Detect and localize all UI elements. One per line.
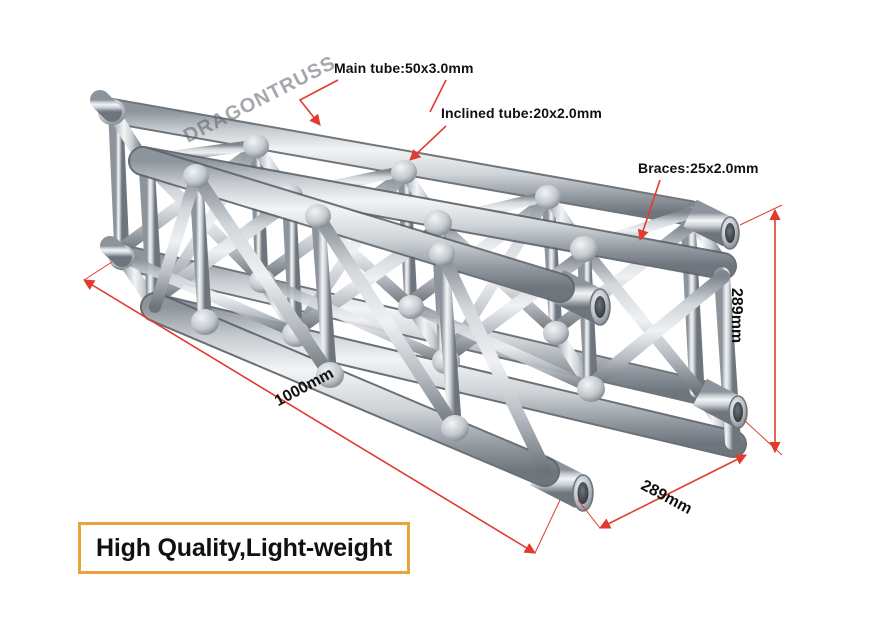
- callout-label-main-tube: Main tube:50x3.0mm: [334, 60, 474, 76]
- dimension-lines: [83, 204, 783, 554]
- corner-stub-left: [90, 90, 132, 267]
- connector-end-back-bottom: [693, 378, 748, 429]
- callout-leaders: [298, 79, 661, 242]
- dim-ext-depth-left: [577, 499, 601, 529]
- dimension-label-height: 289mm: [728, 288, 745, 344]
- connector-end-back-top: [683, 199, 740, 250]
- leader-main-tube: [298, 79, 339, 126]
- leader-inclined-tube: [409, 125, 447, 161]
- marketing-banner: High Quality,Light-weight: [78, 522, 410, 574]
- dim-line-length: [83, 279, 536, 554]
- dim-ext-length-right: [534, 499, 561, 554]
- leader-braces: [637, 179, 661, 242]
- chord-front-near-upper: [128, 146, 575, 303]
- dim-ext-height-bottom: [743, 419, 783, 456]
- callout-label-braces: Braces:25x2.0mm: [638, 160, 759, 176]
- dim-ext-height-top: [739, 204, 783, 226]
- leader-main-tube-2: [429, 79, 447, 113]
- callout-label-inclined-tube: Inclined tube:20x2.0mm: [441, 105, 602, 121]
- dim-line-depth: [598, 454, 748, 529]
- dim-ext-length-left: [83, 261, 113, 281]
- marketing-banner-text: High Quality,Light-weight: [96, 533, 392, 562]
